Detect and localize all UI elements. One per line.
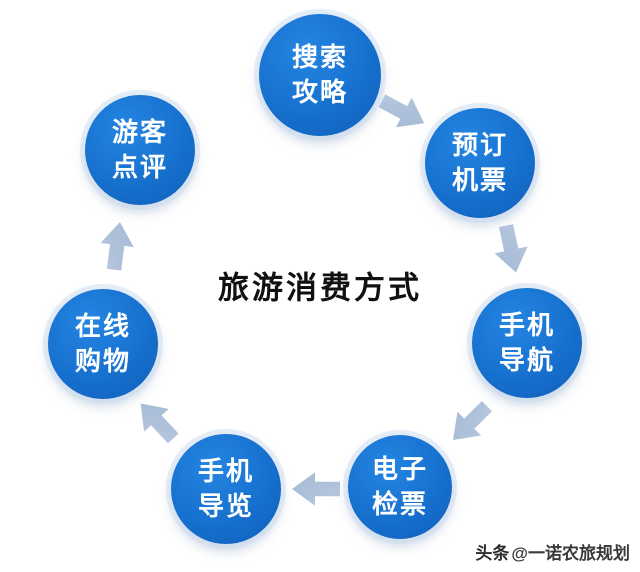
node-label: 电子检票 [371, 453, 428, 519]
arrow-icon [94, 220, 140, 273]
arrow-icon [292, 469, 340, 509]
node-label: 在线购物 [74, 310, 131, 376]
node-label: 手机导航 [498, 309, 555, 375]
diagram-title: 旅游消费方式 [218, 270, 422, 306]
watermark-brand: 头条 [475, 544, 510, 563]
arrow-icon [439, 392, 501, 454]
node-flight-booking: 预订机票 [425, 108, 535, 218]
node-search-strategy: 搜索攻略 [259, 14, 381, 136]
arrow-icon [126, 390, 188, 452]
node-label: 搜索攻略 [291, 41, 348, 107]
node-mobile-guide: 手机导览 [171, 434, 281, 544]
arrow-icon [486, 221, 535, 276]
node-mobile-navigation: 手机导航 [472, 288, 582, 398]
node-label: 预订机票 [451, 129, 508, 195]
arrow-icon [372, 83, 433, 141]
node-e-ticket-check: 电子检票 [348, 435, 452, 539]
watermark-handle: @一诺农旅规划 [511, 544, 630, 563]
node-tourist-reviews: 游客点评 [85, 95, 195, 205]
node-label: 手机导览 [197, 455, 254, 521]
node-online-shopping: 在线购物 [48, 289, 158, 399]
watermark: 头条@一诺农旅规划 [475, 539, 630, 564]
node-label: 游客点评 [111, 116, 168, 182]
